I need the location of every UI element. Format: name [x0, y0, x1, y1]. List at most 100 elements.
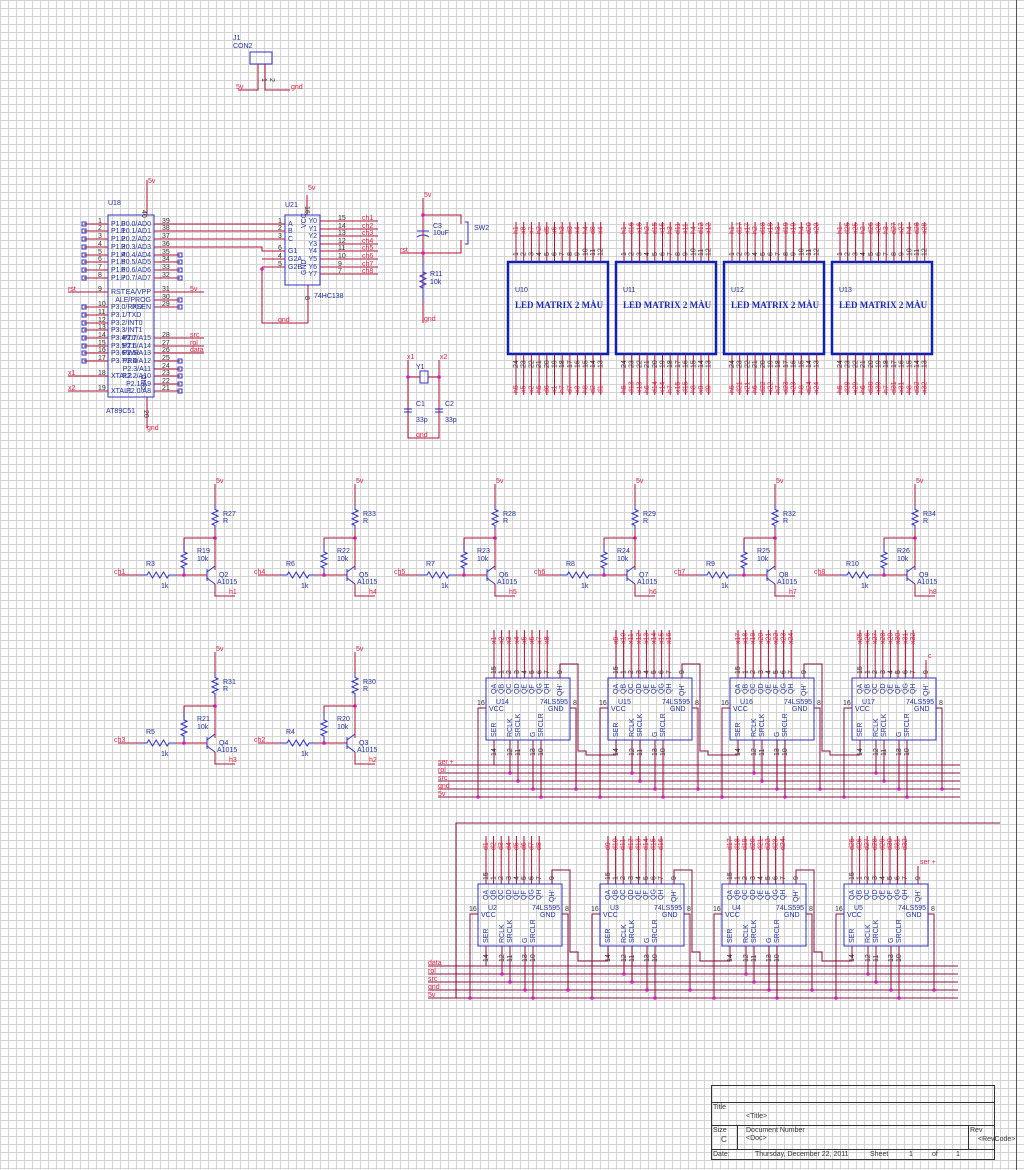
pin-name: Y7: [308, 271, 317, 278]
transistor-icon: [206, 565, 216, 573]
pin-number: 3: [506, 876, 513, 880]
pin-number: 8: [891, 252, 898, 256]
wire: [562, 913, 569, 990]
value-label: 1k: [861, 583, 869, 590]
junction-dot: [462, 573, 466, 577]
capacitor-icon: [416, 234, 430, 238]
net-label: d5: [513, 842, 520, 850]
resistor-icon: [350, 673, 360, 698]
pin-number: 23: [845, 360, 852, 368]
pin-number: 4: [644, 252, 651, 256]
junction-dot: [834, 996, 838, 1000]
junction-dot: [874, 771, 878, 775]
resistor-icon: [280, 739, 316, 747]
shift-register-row-1: ser +rolsrcgnd5vx115QAx21QBx32QCx43QDx54…: [438, 630, 960, 799]
junction-dot: [897, 996, 901, 1000]
pin-number: 18: [775, 360, 782, 368]
transistor-icon: [626, 577, 636, 585]
net-label: h5: [513, 385, 520, 393]
net-label: ch4: [362, 238, 373, 245]
net-label: 5v: [356, 646, 364, 653]
pin-name: Y0: [308, 218, 317, 225]
net-label: x2: [68, 385, 76, 392]
pin-number: 9: [98, 286, 102, 293]
pin-number: 5: [643, 876, 650, 880]
pin-name: SRCLR: [530, 919, 537, 943]
net-label: h1: [229, 589, 237, 596]
pin-name: QD: [506, 890, 513, 901]
pin-name: GND: [792, 706, 808, 713]
net-label: x23: [781, 633, 788, 644]
pin-name: G1: [288, 248, 297, 255]
junction-dot: [630, 980, 634, 984]
pin-number: 19: [552, 360, 559, 368]
pin-number: 22: [744, 360, 751, 368]
junction-dot: [783, 795, 787, 799]
net-label: h7: [789, 589, 797, 596]
net-label: ch6: [362, 253, 373, 260]
net-label: d1: [483, 842, 490, 850]
pin-number: 17: [567, 360, 574, 368]
pin-number: 7: [658, 876, 665, 880]
junction-dot: [476, 795, 480, 799]
pin-name: SRCLK: [751, 919, 758, 943]
pin-name: SER: [483, 929, 490, 943]
ref-label: R19: [197, 548, 210, 555]
pin-number: 8: [817, 700, 821, 707]
pin-number: 11: [806, 249, 813, 256]
ref-label: R10: [846, 561, 859, 568]
no-connect-marker: [81, 320, 87, 326]
led-matrix-body: [506, 260, 610, 356]
wire: [494, 584, 515, 597]
no-connect-marker: [81, 252, 87, 258]
pin-name: QD: [880, 684, 887, 695]
net-label: x4: [514, 637, 521, 645]
pin-number: 1: [98, 218, 102, 225]
title-label: Title: [713, 1104, 726, 1111]
net-label: d18: [735, 838, 742, 850]
pin-number: 8: [303, 296, 310, 300]
pin-name: P0.0/AD0: [121, 221, 151, 228]
pin-name: QB: [613, 890, 620, 900]
pin-name: QB: [621, 684, 628, 694]
no-connect-marker: [177, 373, 183, 379]
pin-name: QD: [514, 684, 521, 695]
ref-label: R29: [643, 511, 656, 518]
pin-number: 9: [338, 261, 342, 268]
junction-dot: [742, 573, 746, 577]
doc-number-value: <Doc>: [746, 1135, 767, 1142]
value-label: A1015: [497, 579, 517, 586]
junction-dot: [531, 996, 535, 1000]
pin-number: 24: [162, 363, 170, 370]
net-label: d17: [727, 838, 734, 850]
net-label: 5v: [424, 192, 432, 199]
pin-number: 14: [613, 748, 620, 756]
net-label: h3: [775, 226, 782, 234]
transistor-icon: [346, 745, 356, 753]
pin-number: 8: [565, 906, 569, 913]
pin-name: QA: [613, 684, 620, 694]
pin-number: 18: [98, 370, 106, 377]
pin-name: B: [288, 228, 293, 235]
pin-name: QE: [765, 684, 772, 694]
net-label: gnd: [438, 783, 450, 790]
pin-number: 28: [162, 332, 170, 339]
pin-number: 7: [788, 670, 795, 674]
net-label: h7: [667, 385, 674, 393]
ref-label: SW2: [474, 225, 489, 232]
pin-name: QH': [801, 684, 808, 696]
sheet-label: Sheet: [870, 1151, 889, 1158]
net-label: x12: [706, 223, 713, 234]
pin-number: 3: [750, 876, 757, 880]
net-label: src: [190, 332, 200, 339]
net-label: x22: [773, 633, 780, 644]
pin-number: 12: [598, 248, 605, 256]
cascade-wire: [795, 869, 853, 962]
net-label: ch5: [394, 569, 405, 576]
value-label: 74LS595: [540, 699, 568, 706]
junction-dot: [260, 267, 264, 271]
